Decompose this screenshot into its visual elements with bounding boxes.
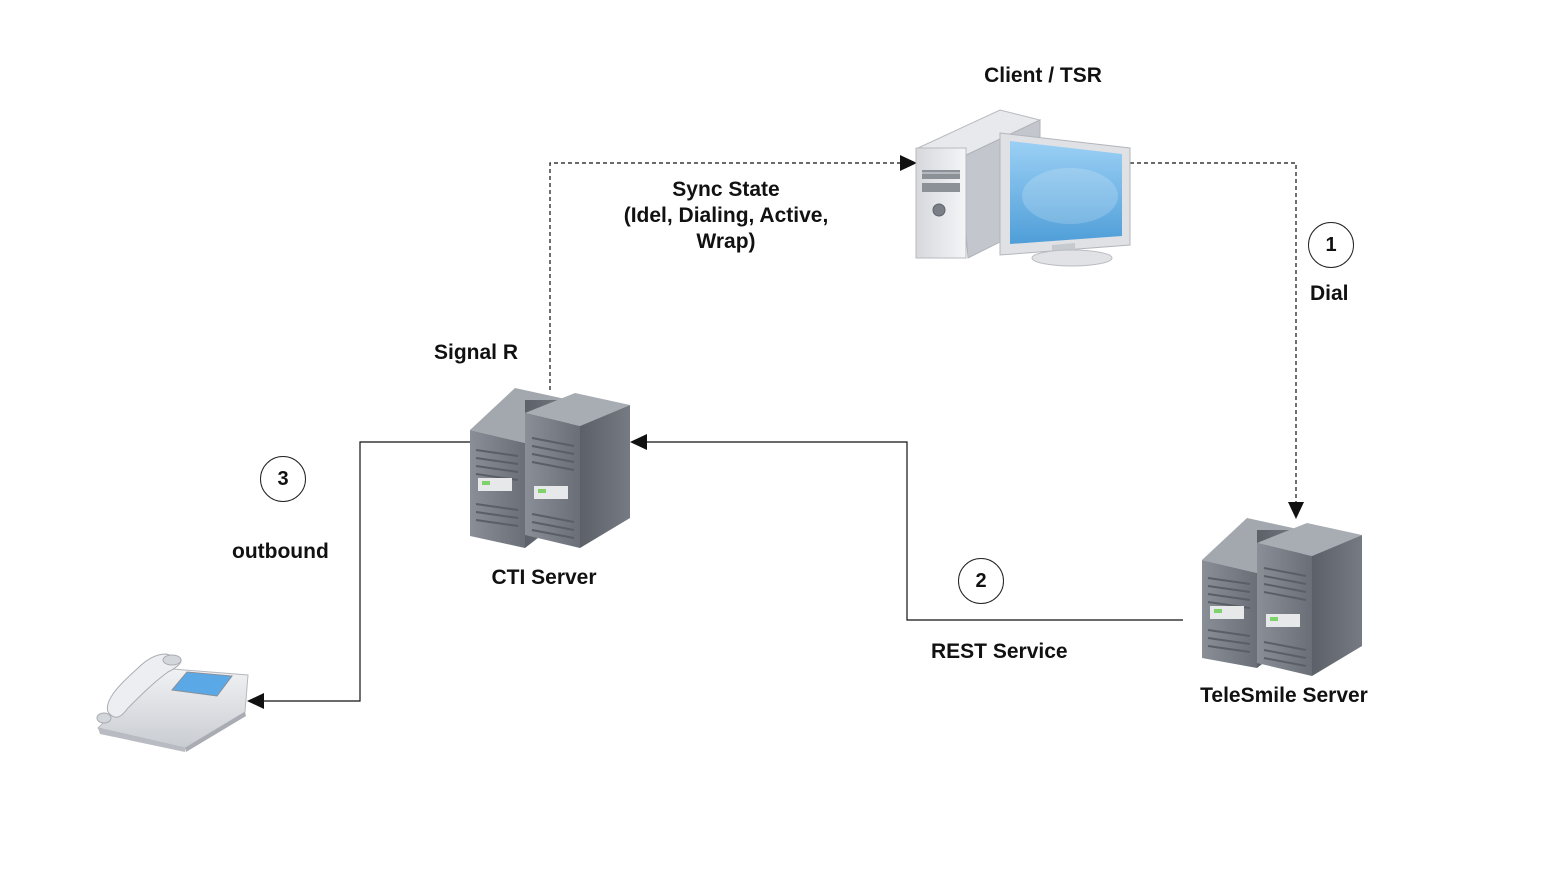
- edge-sync-state: [549, 162, 900, 390]
- sync-state-line-2: (Idel, Dialing, Active,: [623, 204, 829, 227]
- sync-state-line-3: Wrap): [696, 230, 756, 253]
- edge-dial: [1130, 162, 1297, 502]
- sync-state-label: Sync State (Idel, Dialing, Active, Wrap): [624, 177, 829, 255]
- telesmile-server-label: TeleSmile Server: [1200, 684, 1368, 707]
- sync-state-line-1: Sync State: [672, 178, 780, 201]
- edge-outbound: [264, 441, 472, 702]
- rest-service-label: REST Service: [931, 640, 1068, 663]
- dial-label: Dial: [1310, 282, 1349, 305]
- arrowhead-telesmile: [1288, 502, 1304, 519]
- server-icon: [1202, 518, 1362, 676]
- outbound-label: outbound: [232, 540, 329, 563]
- step-1-badge: 1: [1308, 222, 1354, 268]
- arrowhead-cti: [630, 434, 647, 450]
- cti-server-label: CTI Server: [491, 566, 597, 589]
- step-3-badge: 3: [260, 456, 306, 502]
- arrowhead-client: [900, 155, 917, 171]
- client-label: Client / TSR: [984, 64, 1102, 87]
- edge-rest-service: [647, 441, 1183, 621]
- telephone-icon: [96, 653, 249, 752]
- signalr-label: Signal R: [434, 341, 519, 364]
- step-2-badge: 2: [958, 558, 1004, 604]
- arrowhead-phone: [247, 693, 264, 709]
- desktop-computer-icon: [915, 109, 1131, 267]
- server-icon: [470, 388, 630, 548]
